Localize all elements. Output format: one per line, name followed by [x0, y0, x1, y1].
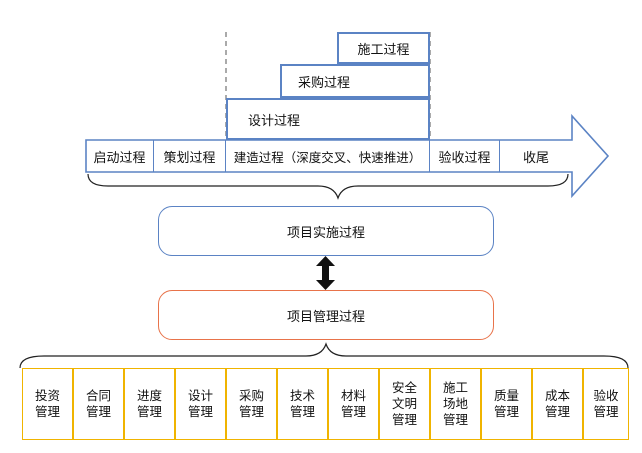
phase-label: 策划过程 — [163, 150, 216, 166]
phase-closeout: 收尾 — [500, 140, 572, 172]
management-process-label: 项目管理过程 — [286, 309, 365, 325]
stair-label-construction: 施工过程 — [357, 42, 410, 58]
mgmt-item-contract: 合同 管理 — [73, 368, 124, 440]
mgmt-item-quality: 质量 管理 — [481, 368, 532, 440]
phase-acceptance: 验收过程 — [430, 140, 500, 172]
phase-planning: 策划过程 — [154, 140, 226, 172]
mgmt-item-label: 采购 管理 — [238, 388, 264, 419]
stair-box-construction: 施工过程 — [337, 32, 430, 64]
mgmt-item-label: 材料 管理 — [340, 388, 366, 419]
implementation-process-box: 项目实施过程 — [158, 206, 494, 256]
phase-initiation: 启动过程 — [86, 140, 154, 172]
mgmt-item-investment: 投资 管理 — [22, 368, 73, 440]
mgmt-item-label: 设计 管理 — [187, 388, 213, 419]
mgmt-item-label: 成本 管理 — [544, 388, 570, 419]
stair-label-procurement: 采购过程 — [297, 75, 350, 91]
phase-label: 收尾 — [522, 150, 549, 166]
phase-construction: 建造过程（深度交叉、快速推进） — [226, 140, 430, 172]
implementation-process-label: 项目实施过程 — [286, 225, 365, 241]
phase-brace — [87, 173, 569, 200]
mgmt-item-technical: 技术 管理 — [277, 368, 328, 440]
management-brace — [19, 342, 629, 369]
mgmt-item-cost: 成本 管理 — [532, 368, 583, 440]
stair-label-design: 设计过程 — [247, 113, 300, 129]
phase-label: 验收过程 — [438, 150, 491, 166]
mgmt-item-label: 投资 管理 — [34, 388, 60, 419]
mgmt-item-procurement: 采购 管理 — [226, 368, 277, 440]
management-process-box: 项目管理过程 — [158, 290, 494, 340]
phase-label: 建造过程（深度交叉、快速推进） — [233, 149, 422, 165]
stair-box-procurement: 采购过程 — [280, 64, 430, 98]
mgmt-item-safety: 安全 文明 管理 — [379, 368, 430, 440]
mgmt-item-label: 验收 管理 — [593, 388, 619, 419]
stair-box-design: 设计过程 — [226, 98, 430, 140]
mgmt-item-site: 施工 场地 管理 — [430, 368, 481, 440]
mgmt-item-label: 进度 管理 — [136, 388, 162, 419]
mgmt-item-label: 施工 场地 管理 — [442, 380, 468, 427]
mgmt-item-schedule: 进度 管理 — [124, 368, 175, 440]
mgmt-item-design: 设计 管理 — [175, 368, 226, 440]
mgmt-item-label: 安全 文明 管理 — [391, 380, 417, 427]
mgmt-item-label: 合同 管理 — [85, 388, 111, 419]
process-arrow — [85, 113, 610, 199]
double-arrow-icon — [316, 256, 335, 290]
mgmt-item-materials: 材料 管理 — [328, 368, 379, 440]
mgmt-item-label: 技术 管理 — [289, 388, 315, 419]
mgmt-item-acceptance: 验收 管理 — [583, 368, 629, 440]
mgmt-item-label: 质量 管理 — [493, 388, 519, 419]
phase-label: 启动过程 — [93, 150, 146, 166]
